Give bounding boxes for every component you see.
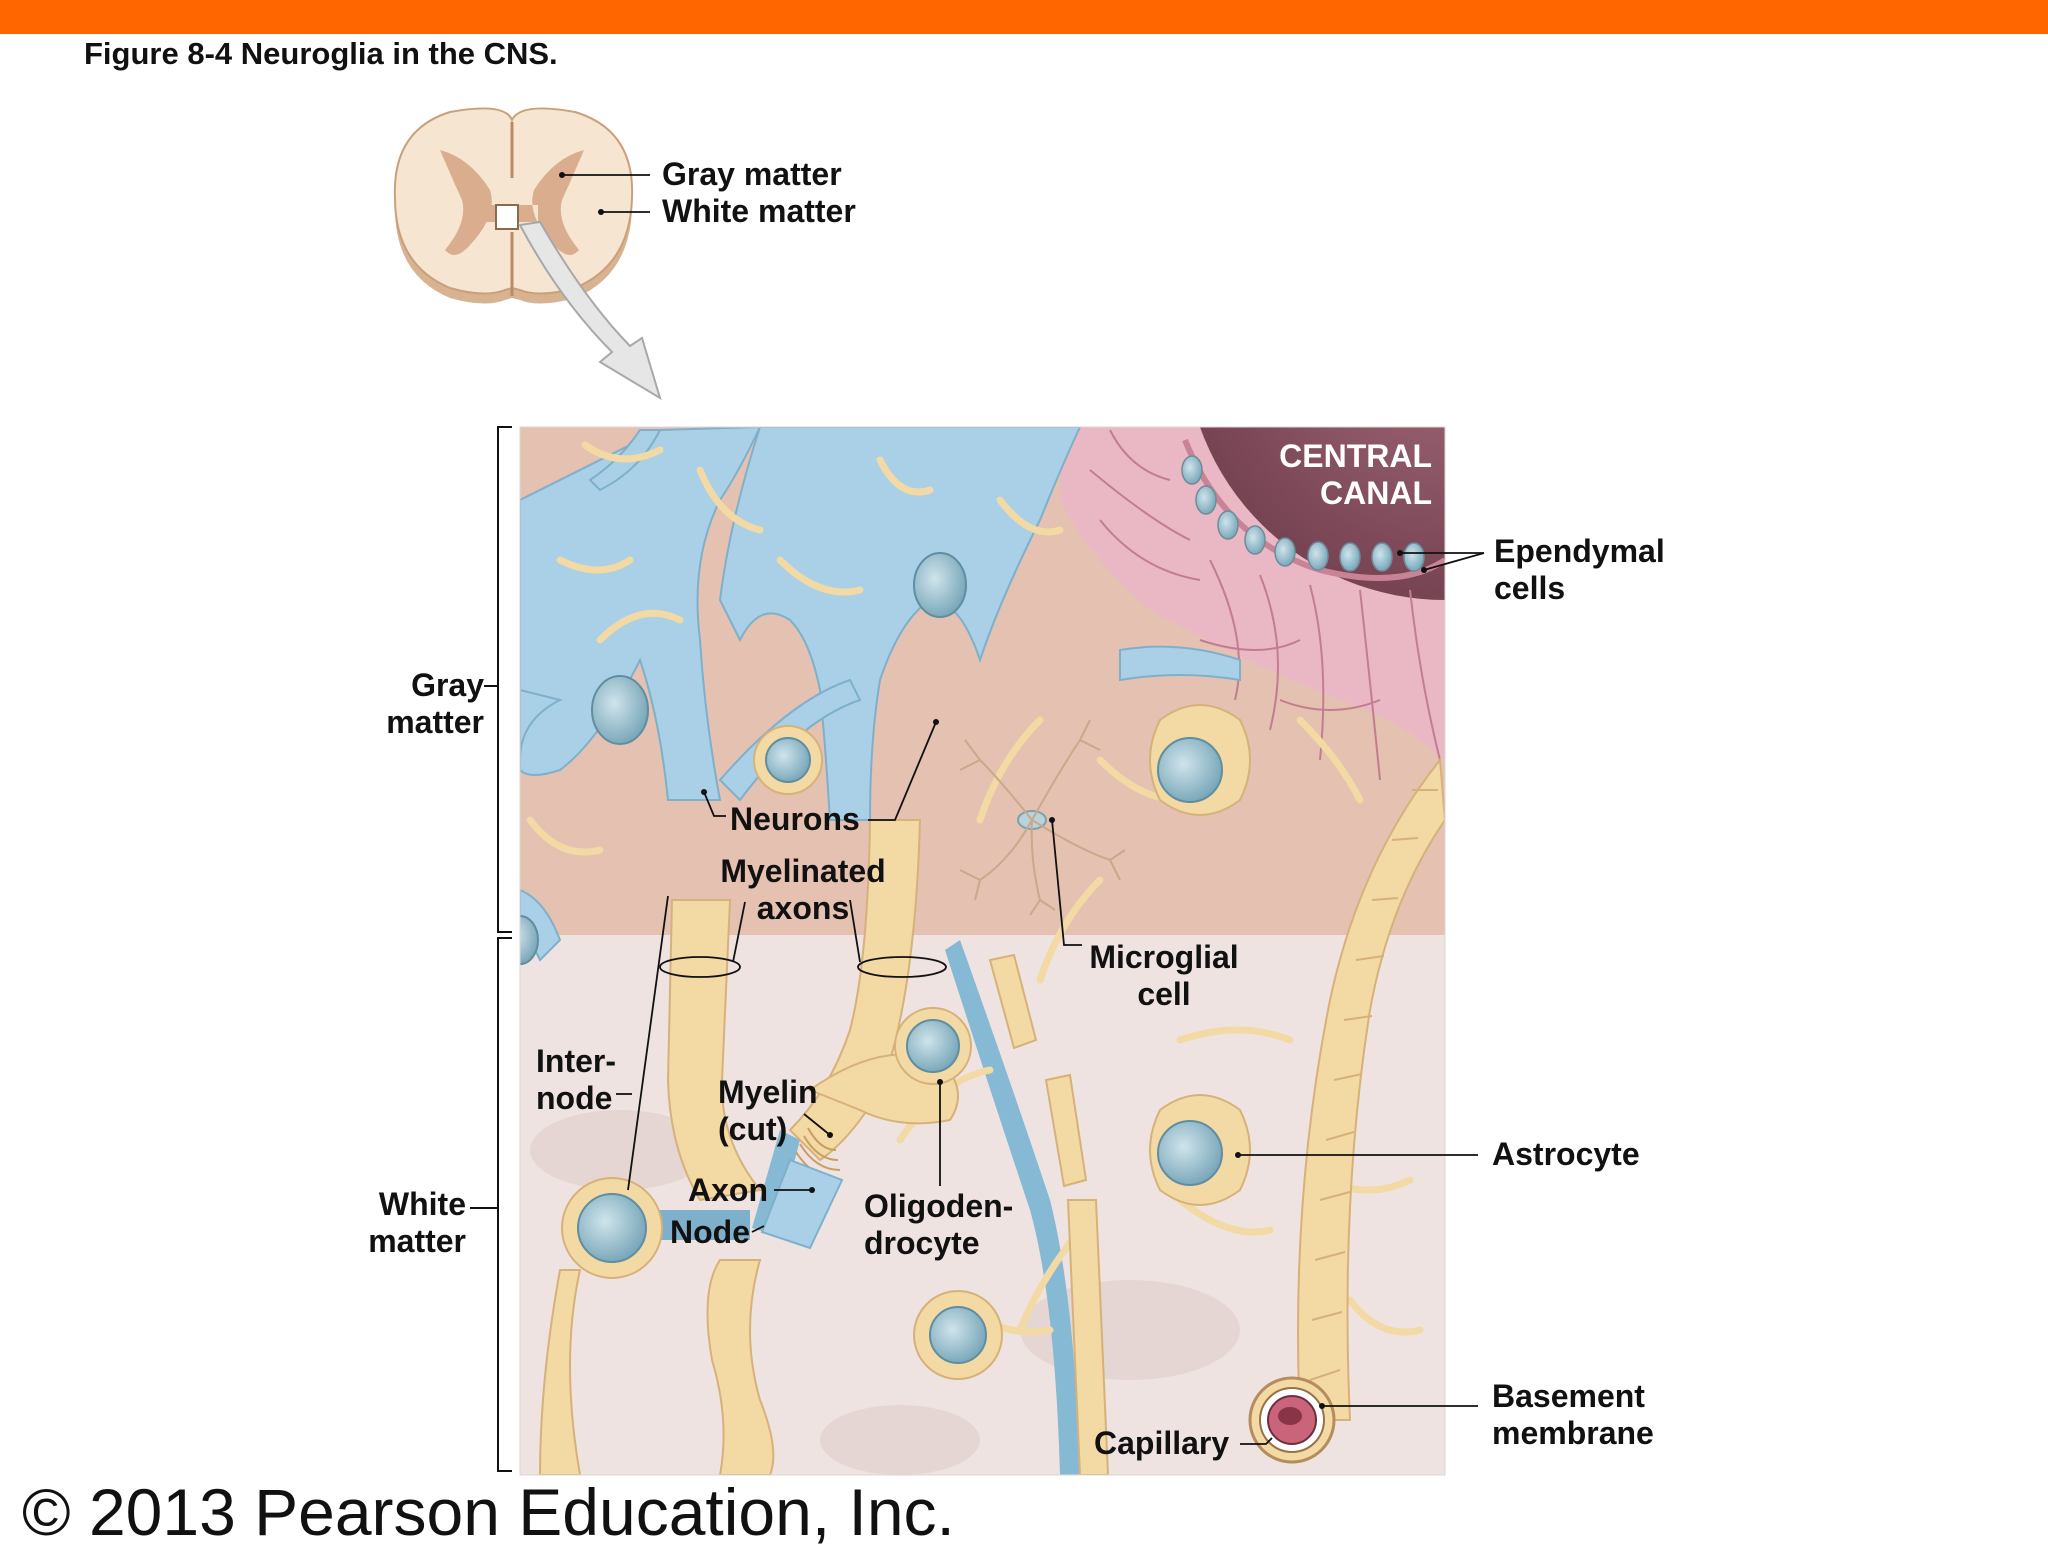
label-gray-matter-top: Gray matter — [662, 156, 842, 192]
spinal-cord-cross-section — [393, 107, 662, 401]
label-central-canal-line1: CENTRAL — [1279, 438, 1432, 474]
header-accent-bar — [0, 0, 2048, 34]
label-ependymal-line1: Ependymal — [1494, 533, 1665, 569]
label-basement-line1: Basement — [1492, 1378, 1645, 1414]
figure-title: Figure 8-4 Neuroglia in the CNS. — [84, 36, 558, 71]
myelinated-axons — [666, 819, 1110, 1475]
copyright-notice: © 2013 Pearson Education, Inc. — [22, 1475, 955, 1549]
leader-lines — [616, 552, 1485, 1445]
label-myelin-line2: (cut) — [718, 1111, 788, 1147]
label-ependymal-line2: cells — [1494, 570, 1566, 606]
label-myelinated-line1: Myelinated — [720, 853, 886, 889]
label-white-matter-top: White matter — [662, 193, 856, 229]
label-central-canal-line2: CANAL — [1320, 475, 1432, 511]
side-brackets — [470, 426, 512, 1472]
label-gray-side-line2: matter — [386, 704, 484, 740]
ependymal-region — [1060, 427, 1445, 781]
label-oligodendrocyte-line1: Oligoden- — [864, 1188, 1014, 1224]
label-myelin-line1: Myelin — [718, 1074, 818, 1110]
glial-processes — [526, 441, 1424, 1336]
label-white-side-line1: White — [378, 1186, 466, 1222]
label-oligodendrocyte-line2: drocyte — [864, 1225, 980, 1261]
neuron-nuclei — [520, 552, 967, 965]
label-internode-line1: Inter- — [536, 1043, 616, 1079]
label-astrocyte: Astrocyte — [1492, 1136, 1640, 1172]
tissue-panel — [520, 427, 1445, 1475]
label-neurons: Neurons — [730, 801, 860, 837]
microglial-cell — [959, 719, 1126, 916]
label-myelinated-line2: axons — [756, 890, 850, 926]
label-basement-line2: membrane — [1492, 1415, 1654, 1451]
label-microglial-line1: Microglial — [1089, 939, 1239, 975]
label-internode-line2: node — [536, 1080, 613, 1116]
label-gray-side-line1: Gray — [411, 667, 484, 703]
label-node: Node — [670, 1214, 750, 1250]
label-capillary: Capillary — [1094, 1425, 1230, 1461]
oligodendrocytes — [538, 725, 1003, 1475]
label-white-side-line2: matter — [368, 1223, 466, 1259]
label-axon: Axon — [688, 1172, 768, 1208]
label-microglial-line2: cell — [1137, 976, 1191, 1012]
